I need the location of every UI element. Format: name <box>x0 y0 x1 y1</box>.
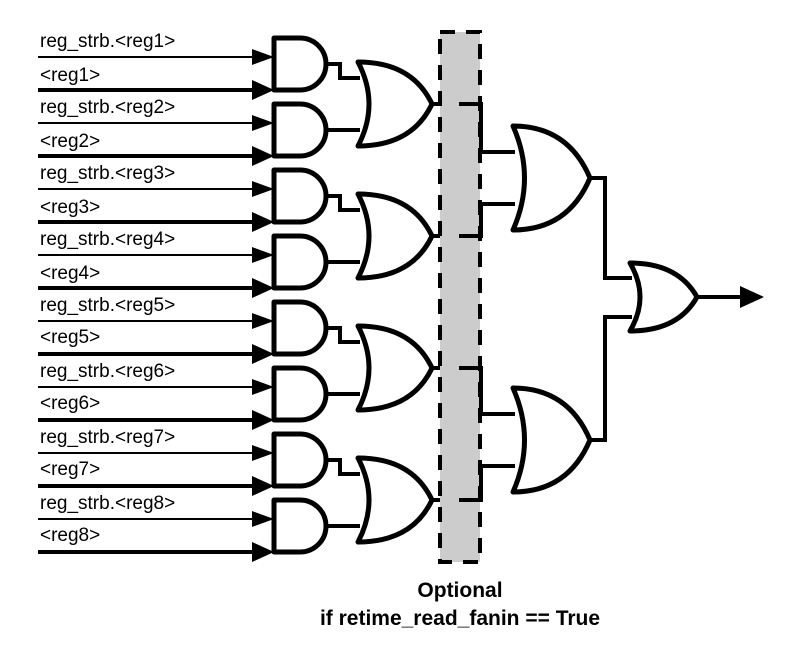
input-label-data-3: <reg3> <box>40 197 100 218</box>
input-label-strobe-1: reg_strb.<reg1> <box>40 31 175 52</box>
wire-and7-to-or4 <box>326 458 360 476</box>
input-label-strobe-7: reg_strb.<reg7> <box>40 427 175 448</box>
or-gate-l2-2 <box>510 385 593 495</box>
input-label-strobe-6: reg_strb.<reg6> <box>40 361 175 382</box>
input-row-3: reg_strb.<reg3> <reg3> <box>38 163 360 232</box>
or-gate-final-group <box>627 260 764 334</box>
arrowhead-strobe-5 <box>252 313 274 329</box>
or-gate-l2-1-group <box>510 123 632 280</box>
input-label-strobe-3: reg_strb.<reg3> <box>40 163 175 184</box>
input-row-7: reg_strb.<reg7> <reg7> <box>38 427 360 496</box>
arrowhead-strobe-4 <box>252 247 274 263</box>
or-gate-l1-2 <box>355 191 435 281</box>
wire-or-l2-1-to-final <box>590 176 632 280</box>
optional-caption-line1: Optional <box>417 579 502 602</box>
input-row-8: reg_strb.<reg8> <reg8> <box>38 493 360 562</box>
arrowhead-data-8 <box>252 542 274 562</box>
input-row-2: reg_strb.<reg2> <reg2> <box>38 97 360 166</box>
wire-opt4-to-or-l2-2 <box>459 464 515 502</box>
and-gate-5 <box>271 299 329 357</box>
arrowhead-strobe-3 <box>252 181 274 197</box>
wire-opt1-to-or-l2-1 <box>459 102 515 154</box>
arrowhead-strobe-8 <box>252 511 274 527</box>
wire-opt2-to-or-l2-1 <box>459 202 515 238</box>
or-gate-l1-3 <box>355 323 435 413</box>
arrowhead-data-2 <box>252 146 274 166</box>
input-label-data-2: <reg2> <box>40 131 100 152</box>
or-gate-l2-2-group <box>510 315 632 495</box>
input-label-data-8: <reg8> <box>40 525 100 546</box>
input-label-strobe-2: reg_strb.<reg2> <box>40 97 175 118</box>
wire-and1-to-or1 <box>326 62 360 80</box>
and-gate-2 <box>271 101 329 159</box>
input-label-strobe-5: reg_strb.<reg5> <box>40 295 175 316</box>
or-gate-l1-1 <box>355 59 435 149</box>
arrowhead-strobe-7 <box>252 445 274 461</box>
wire-or-l2-2-to-final <box>590 315 632 442</box>
and-gate-3 <box>271 167 329 225</box>
or-gate-l1-2-group <box>355 191 459 281</box>
input-label-strobe-4: reg_strb.<reg4> <box>40 229 175 250</box>
input-label-data-6: <reg6> <box>40 393 100 414</box>
input-row-5: reg_strb.<reg5> <reg5> <box>38 295 360 364</box>
or-gate-final <box>627 260 700 334</box>
or-gate-l1-3-group <box>355 323 459 413</box>
optional-retime-register-box <box>438 30 482 564</box>
or-gate-l1-4 <box>355 455 435 545</box>
arrowhead-data-5 <box>252 344 274 364</box>
arrowhead-data-6 <box>252 410 274 430</box>
arrowhead-strobe-6 <box>252 379 274 395</box>
or-gate-l2-1 <box>510 123 593 233</box>
and-gate-4 <box>271 233 329 291</box>
and-gate-1 <box>271 35 329 93</box>
input-label-data-1: <reg1> <box>40 65 100 86</box>
arrowhead-data-3 <box>252 212 274 232</box>
arrowhead-data-4 <box>252 278 274 298</box>
wire-and3-to-or2 <box>326 194 360 212</box>
arrowhead-data-7 <box>252 476 274 496</box>
and-gate-7 <box>271 431 329 489</box>
input-label-data-4: <reg4> <box>40 263 100 284</box>
input-row-6: reg_strb.<reg6> <reg6> <box>38 361 360 430</box>
arrowhead-output <box>740 286 764 308</box>
optional-caption-line2: if retime_read_fanin == True <box>320 607 600 630</box>
input-label-data-7: <reg7> <box>40 459 100 480</box>
arrowhead-data-1 <box>252 80 274 100</box>
input-label-data-5: <reg5> <box>40 327 100 348</box>
arrowhead-strobe-2 <box>252 115 274 131</box>
and-gate-6 <box>271 365 329 423</box>
arrowhead-strobe-1 <box>252 49 274 65</box>
wire-and5-to-or3 <box>326 326 360 344</box>
wire-opt3-to-or-l2-2 <box>459 366 515 416</box>
input-label-strobe-8: reg_strb.<reg8> <box>40 493 175 514</box>
input-row-4: reg_strb.<reg4> <reg4> <box>38 229 360 298</box>
input-row-1: reg_strb.<reg1> <reg1> <box>38 31 360 100</box>
and-gate-8 <box>271 497 329 555</box>
